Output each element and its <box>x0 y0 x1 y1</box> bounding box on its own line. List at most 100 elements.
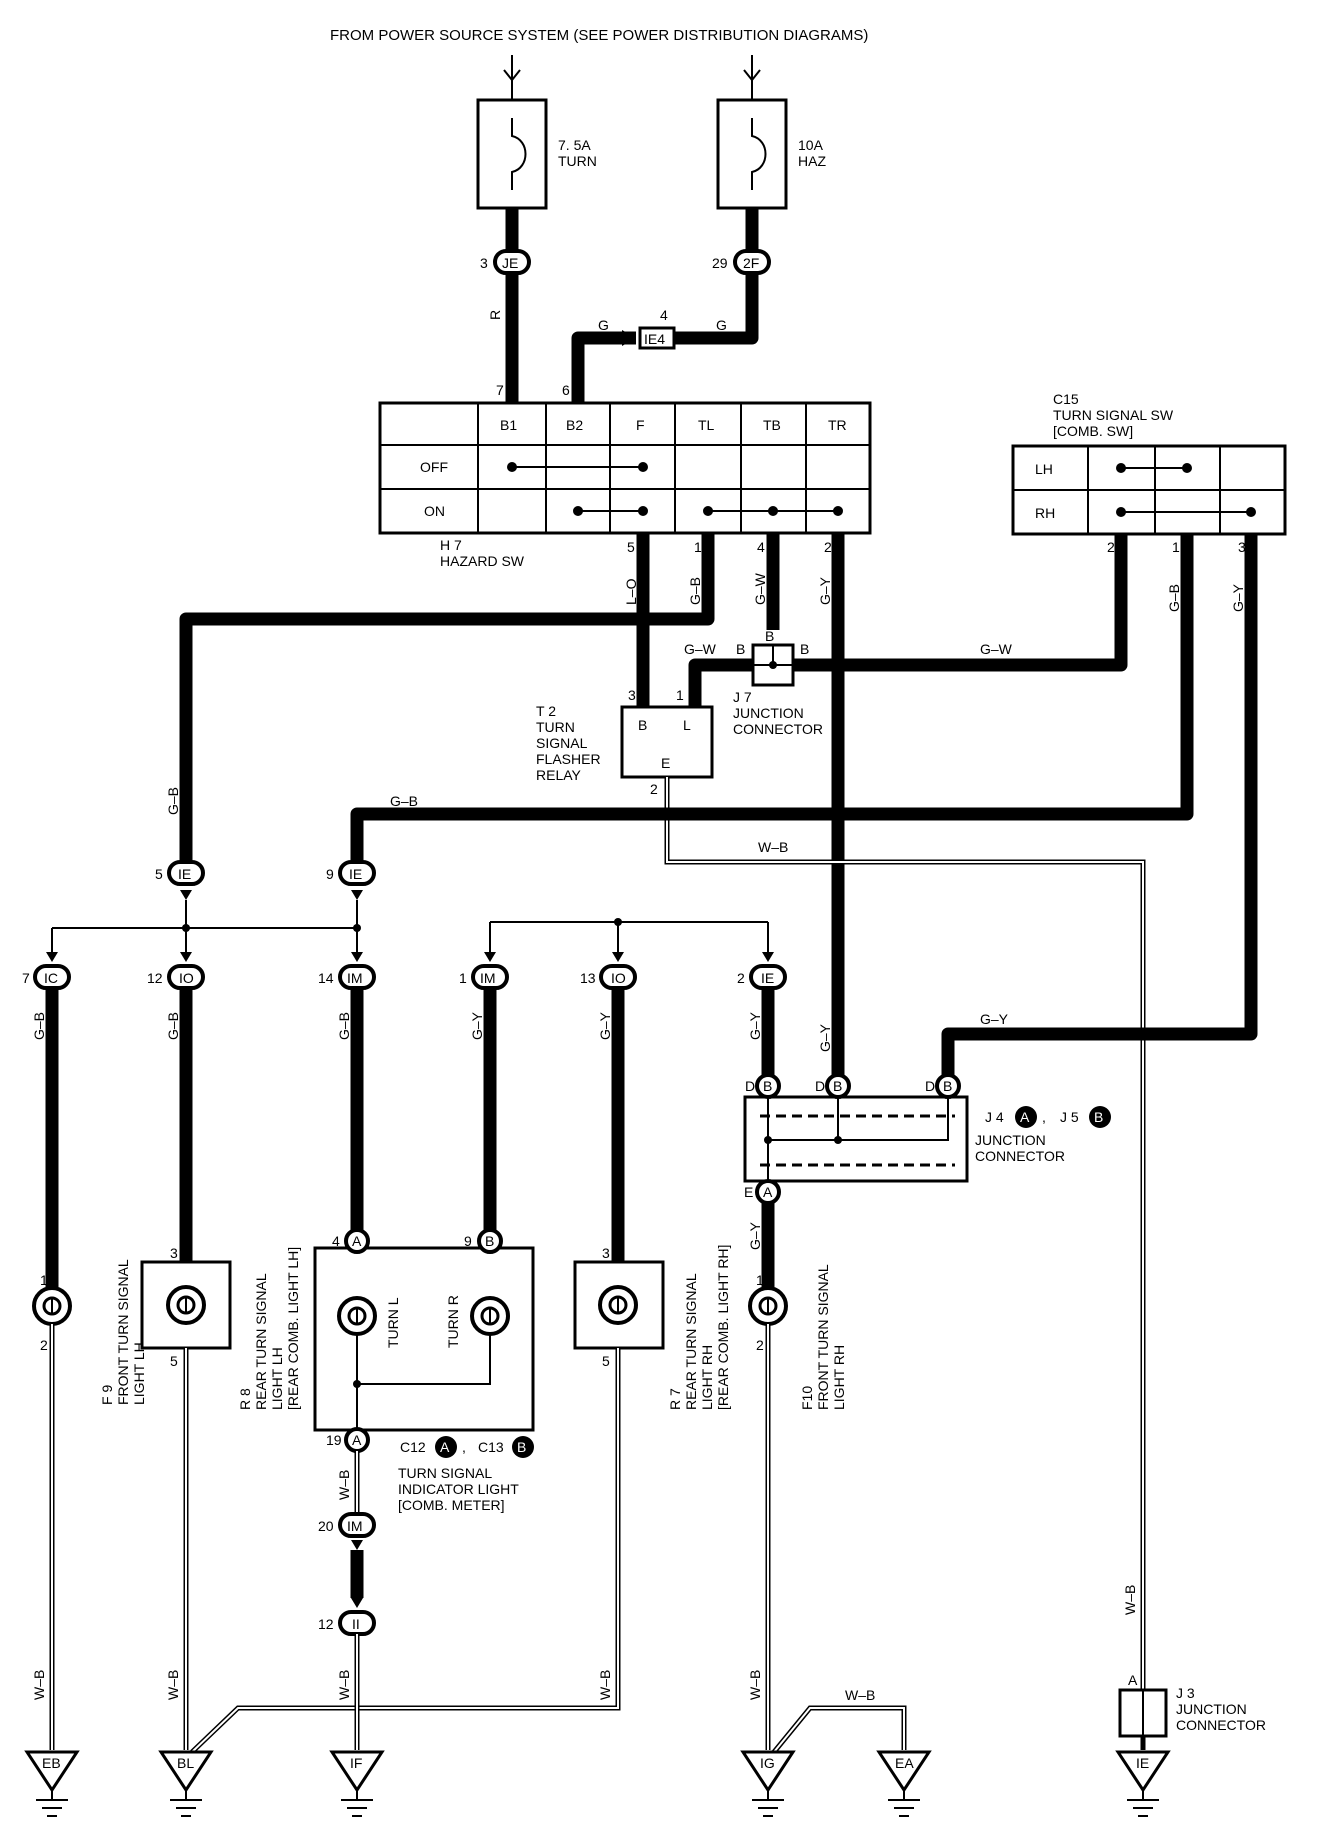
svg-text:9: 9 <box>464 1233 472 1249</box>
connector-2-ie: IE 2 <box>737 964 787 990</box>
svg-text:EA: EA <box>895 1755 914 1771</box>
svg-text:3: 3 <box>480 255 488 271</box>
svg-text:G–Y: G–Y <box>747 1011 763 1040</box>
svg-text:W–B: W–B <box>1122 1585 1138 1615</box>
svg-text:3: 3 <box>170 1245 178 1261</box>
svg-text:1: 1 <box>459 970 467 986</box>
svg-text:[COMB. METER]: [COMB. METER] <box>398 1497 505 1513</box>
turn-signal-switch: LH RH <box>1011 444 1287 536</box>
connector-5-ie: IE 5 <box>155 860 205 886</box>
j3-connector: A <box>1118 1672 1168 1738</box>
svg-text:FRONT TURN SIGNAL: FRONT TURN SIGNAL <box>815 1264 831 1410</box>
ground-ie: IE <box>1115 1750 1171 1817</box>
c15-sub: [COMB. SW] <box>1053 423 1133 439</box>
svg-text:G–B: G–B <box>336 1012 352 1040</box>
flasher-code: T 2 <box>536 703 556 719</box>
svg-text:JUNCTION: JUNCTION <box>733 705 804 721</box>
svg-text:5: 5 <box>155 866 163 882</box>
c15-row-lh: LH <box>1035 461 1053 477</box>
r8-code: R 8 <box>237 1388 253 1410</box>
connector-9-ie: IE 9 <box>326 860 376 886</box>
svg-text:B: B <box>517 1439 526 1455</box>
svg-text:4: 4 <box>757 539 765 555</box>
j4-j5-connector <box>743 1095 969 1192</box>
svg-text:G–B: G–B <box>390 793 418 809</box>
svg-text:2F: 2F <box>743 255 759 271</box>
fuse-turn-rating: 7. 5A <box>558 137 591 153</box>
svg-text:A: A <box>1128 1672 1138 1688</box>
svg-text:IE: IE <box>1136 1755 1149 1771</box>
fuse-haz-name: HAZ <box>798 153 826 169</box>
svg-text:IF: IF <box>350 1755 362 1771</box>
svg-text:BL: BL <box>177 1755 194 1771</box>
svg-text:29: 29 <box>712 255 728 271</box>
svg-text:,: , <box>1042 1109 1046 1125</box>
hazard-name: HAZARD SW <box>440 553 525 569</box>
c15-name: TURN SIGNAL SW <box>1053 407 1174 423</box>
ground-eb: EB <box>24 1750 80 1817</box>
svg-text:B: B <box>943 1078 952 1094</box>
ground-if: IF <box>329 1750 385 1817</box>
svg-text:G–Y: G–Y <box>469 1011 485 1040</box>
svg-text:12: 12 <box>147 970 163 986</box>
svg-text:E: E <box>661 755 670 771</box>
svg-text:2: 2 <box>650 781 658 797</box>
fuse-turn: 7. 5A TURN <box>476 55 597 210</box>
hazard-col-b2: B2 <box>566 417 583 433</box>
svg-text:12: 12 <box>318 1616 334 1632</box>
svg-text:4: 4 <box>660 307 668 323</box>
j4-code: J 4 <box>985 1109 1004 1125</box>
svg-text:1: 1 <box>1172 539 1180 555</box>
svg-text:G–Y: G–Y <box>747 1221 763 1250</box>
svg-text:7: 7 <box>496 382 504 398</box>
j5-code: J 5 <box>1060 1109 1079 1125</box>
svg-text:IO: IO <box>179 970 194 986</box>
svg-text:2: 2 <box>824 539 832 555</box>
svg-text:[REAR COMB. LIGHT LH]: [REAR COMB. LIGHT LH] <box>285 1247 301 1410</box>
hazard-col-tl: TL <box>698 417 715 433</box>
svg-text:W–B: W–B <box>758 839 788 855</box>
svg-text:JUNCTION: JUNCTION <box>1176 1701 1247 1717</box>
svg-text:B: B <box>833 1078 842 1094</box>
svg-text:B: B <box>1094 1109 1103 1125</box>
connector-12-ii: II 12 <box>318 1610 376 1636</box>
svg-text:G–Y: G–Y <box>980 1011 1009 1027</box>
hazard-row-on: ON <box>424 503 445 519</box>
svg-text:IM: IM <box>480 970 496 986</box>
svg-text:3: 3 <box>1238 539 1246 555</box>
svg-text:A: A <box>763 1184 773 1200</box>
svg-text:TURN L: TURN L <box>385 1297 401 1348</box>
flasher-relay: B L E <box>620 705 714 779</box>
hazard-code: H 7 <box>440 537 462 553</box>
svg-text:TURN: TURN <box>536 719 575 735</box>
fuse-haz-rating: 10A <box>798 137 824 153</box>
svg-text:IE: IE <box>349 866 362 882</box>
svg-text:5: 5 <box>170 1353 178 1369</box>
rear-turn-light-lh: 3 5 <box>140 1245 232 1369</box>
svg-text:G–B: G–B <box>1166 584 1182 612</box>
f10-code: F10 <box>799 1386 815 1410</box>
svg-text:JE: JE <box>502 255 518 271</box>
svg-text:B: B <box>763 1078 772 1094</box>
svg-text:W–B: W–B <box>31 1670 47 1700</box>
svg-text:W–B: W–B <box>597 1670 613 1700</box>
r7-code: R 7 <box>667 1388 683 1410</box>
svg-text:20: 20 <box>318 1518 334 1534</box>
svg-text:B: B <box>765 628 774 644</box>
svg-text:TURN R: TURN R <box>445 1295 461 1348</box>
svg-text:6: 6 <box>562 382 570 398</box>
svg-text:RELAY: RELAY <box>536 767 582 783</box>
svg-text:B: B <box>800 641 809 657</box>
svg-text:G: G <box>716 317 727 333</box>
connector-14-im: IM 14 <box>318 964 376 990</box>
fuse-turn-name: TURN <box>558 153 597 169</box>
svg-text:B: B <box>638 717 647 733</box>
svg-text:G–W: G–W <box>752 572 768 605</box>
svg-text:G–B: G–B <box>31 1012 47 1040</box>
rear-turn-light-rh: 3 5 <box>573 1245 665 1369</box>
connector-ie4: IE4 4 <box>622 307 676 350</box>
svg-text:D: D <box>925 1078 935 1094</box>
hazard-col-b1: B1 <box>500 417 517 433</box>
connector-je: JE 3 <box>480 249 531 275</box>
svg-text:IM: IM <box>347 1518 363 1534</box>
